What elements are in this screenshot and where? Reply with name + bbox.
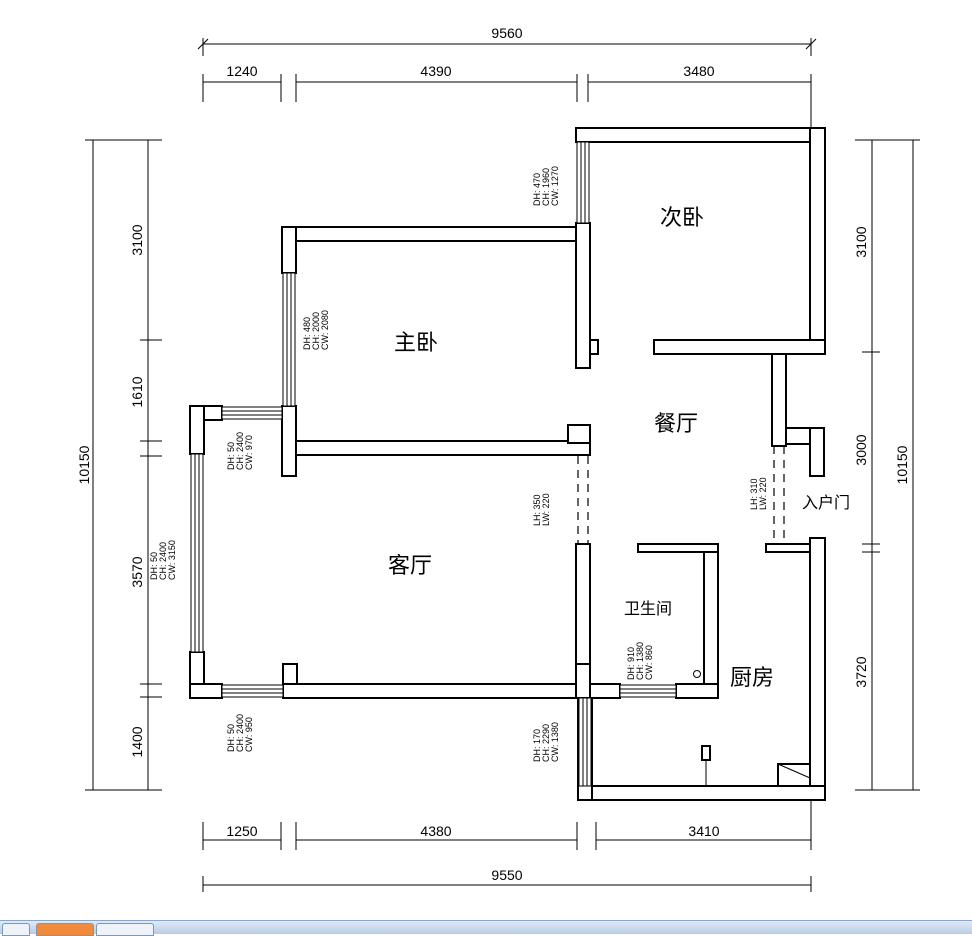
bottom-total-dim: 9550: [491, 867, 522, 883]
window-bathroom: [619, 684, 677, 698]
window-living-top: [221, 406, 283, 420]
right-total-dim: 10150: [894, 445, 910, 484]
tag-w4: DH: 50 CH: 2400 CW: 3150: [149, 540, 177, 580]
fixtures: [693, 670, 811, 787]
svg-text:DH: 480: DH: 480: [302, 317, 312, 350]
floor-drain-icon: [693, 670, 701, 678]
right-dim-2: 3000: [853, 434, 869, 465]
door-openings: [577, 446, 785, 544]
room-label-living-room: 客厅: [388, 554, 432, 579]
room-label-bathroom: 卫生间: [624, 599, 672, 618]
svg-text:DH: 170: DH: 170: [532, 729, 542, 762]
bottom-dim-1: 1250: [226, 823, 257, 839]
room-label-secondary-bedroom: 次卧: [660, 206, 704, 231]
top-dim-1: 1240: [226, 63, 257, 79]
right-dim-3: 3720: [853, 656, 869, 687]
svg-text:DH: 50: DH: 50: [149, 552, 159, 580]
label-entrance-door: 入户门: [802, 493, 850, 512]
svg-text:LH: 310: LH: 310: [749, 478, 759, 510]
window-living-left: [190, 453, 204, 653]
windows: [190, 141, 677, 787]
window-living-bottom: [221, 684, 284, 698]
right-dim-1: 3100: [853, 226, 869, 257]
top-dim-2: 4390: [420, 63, 451, 79]
room-label-kitchen: 厨房: [730, 666, 774, 691]
opening-tags: DH: 470 CH: 1960 CW: 1270 DH: 480 CH: 20…: [149, 166, 768, 762]
svg-text:CH: 2400: CH: 2400: [235, 432, 245, 470]
top-dimensions: 9560 1240 4390 3480: [197, 25, 817, 128]
kitchen-flue: [777, 763, 811, 787]
svg-text:CW: 1380: CW: 1380: [550, 722, 560, 762]
svg-text:CH: 2290: CH: 2290: [541, 724, 551, 762]
room-label-master-bedroom: 主卧: [394, 331, 438, 356]
svg-text:CW: 3150: CW: 3150: [167, 540, 177, 580]
taskbar-app-icon-2[interactable]: [36, 923, 94, 936]
svg-text:LW: 220: LW: 220: [541, 493, 551, 526]
svg-text:DH: 50: DH: 50: [226, 724, 236, 752]
tag-d1: LH: 350 LW: 220: [532, 493, 551, 526]
tag-w3: DH: 50 CH: 2400 CW: 970: [226, 432, 254, 470]
left-dim-2: 1610: [129, 376, 145, 407]
svg-text:CH: 2400: CH: 2400: [235, 714, 245, 752]
svg-text:LH: 350: LH: 350: [532, 494, 542, 526]
taskbar-app-icon-3[interactable]: [96, 923, 154, 936]
left-dim-4: 1400: [129, 726, 145, 757]
tag-w2: DH: 480 CH: 2000 CW: 2080: [302, 310, 330, 350]
tag-w5: DH: 50 CH: 2400 CW: 950: [226, 714, 254, 752]
left-dim-1: 3100: [129, 224, 145, 255]
svg-text:DH: 470: DH: 470: [532, 173, 542, 206]
svg-text:CW: 1270: CW: 1270: [550, 166, 560, 206]
svg-text:CH: 1380: CH: 1380: [635, 642, 645, 680]
top-total-dim: 9560: [491, 25, 522, 41]
right-dimensions: 10150 3100 3000 3720: [853, 139, 920, 791]
tag-d2: LH: 310 LW: 220: [749, 477, 768, 510]
room-labels: 次卧 主卧 餐厅 客厅 卫生间 厨房 入户门: [388, 206, 850, 691]
taskbar-app-icon-1[interactable]: [2, 923, 30, 936]
svg-text:CW: 2080: CW: 2080: [320, 310, 330, 350]
window-master-bedroom: [282, 272, 296, 407]
bottom-dimensions: 9550 1250 4380 3410: [202, 800, 812, 892]
svg-text:LW: 220: LW: 220: [758, 477, 768, 510]
tag-w1: DH: 470 CH: 1960 CW: 1270: [532, 166, 560, 206]
kitchen-fixture: [701, 745, 711, 761]
room-label-dining-room: 餐厅: [654, 412, 698, 437]
bottom-dim-2: 4380: [420, 823, 451, 839]
svg-text:CH: 2000: CH: 2000: [311, 312, 321, 350]
tag-w6: DH: 170 CH: 2290 CW: 1380: [532, 722, 560, 762]
svg-text:CW: 860: CW: 860: [644, 645, 654, 680]
left-total-dim: 10150: [76, 445, 92, 484]
svg-text:CH: 1960: CH: 1960: [541, 168, 551, 206]
tag-w7: DH: 910 CH: 1380 CW: 860: [626, 642, 654, 680]
svg-text:CH: 2400: CH: 2400: [158, 542, 168, 580]
svg-text:CW: 970: CW: 970: [244, 435, 254, 470]
bottom-dim-3: 3410: [688, 823, 719, 839]
top-dim-3: 3480: [683, 63, 714, 79]
svg-text:CW: 950: CW: 950: [244, 717, 254, 752]
window-secondary-bedroom: [576, 141, 590, 224]
left-dim-3: 3570: [129, 556, 145, 587]
walls: [189, 127, 826, 801]
svg-text:DH: 910: DH: 910: [626, 647, 636, 680]
window-kitchen: [578, 697, 592, 787]
left-dimensions: 10150 3100 1610 3570 1400: [76, 139, 162, 791]
svg-text:DH: 50: DH: 50: [226, 442, 236, 470]
taskbar: [0, 920, 972, 936]
